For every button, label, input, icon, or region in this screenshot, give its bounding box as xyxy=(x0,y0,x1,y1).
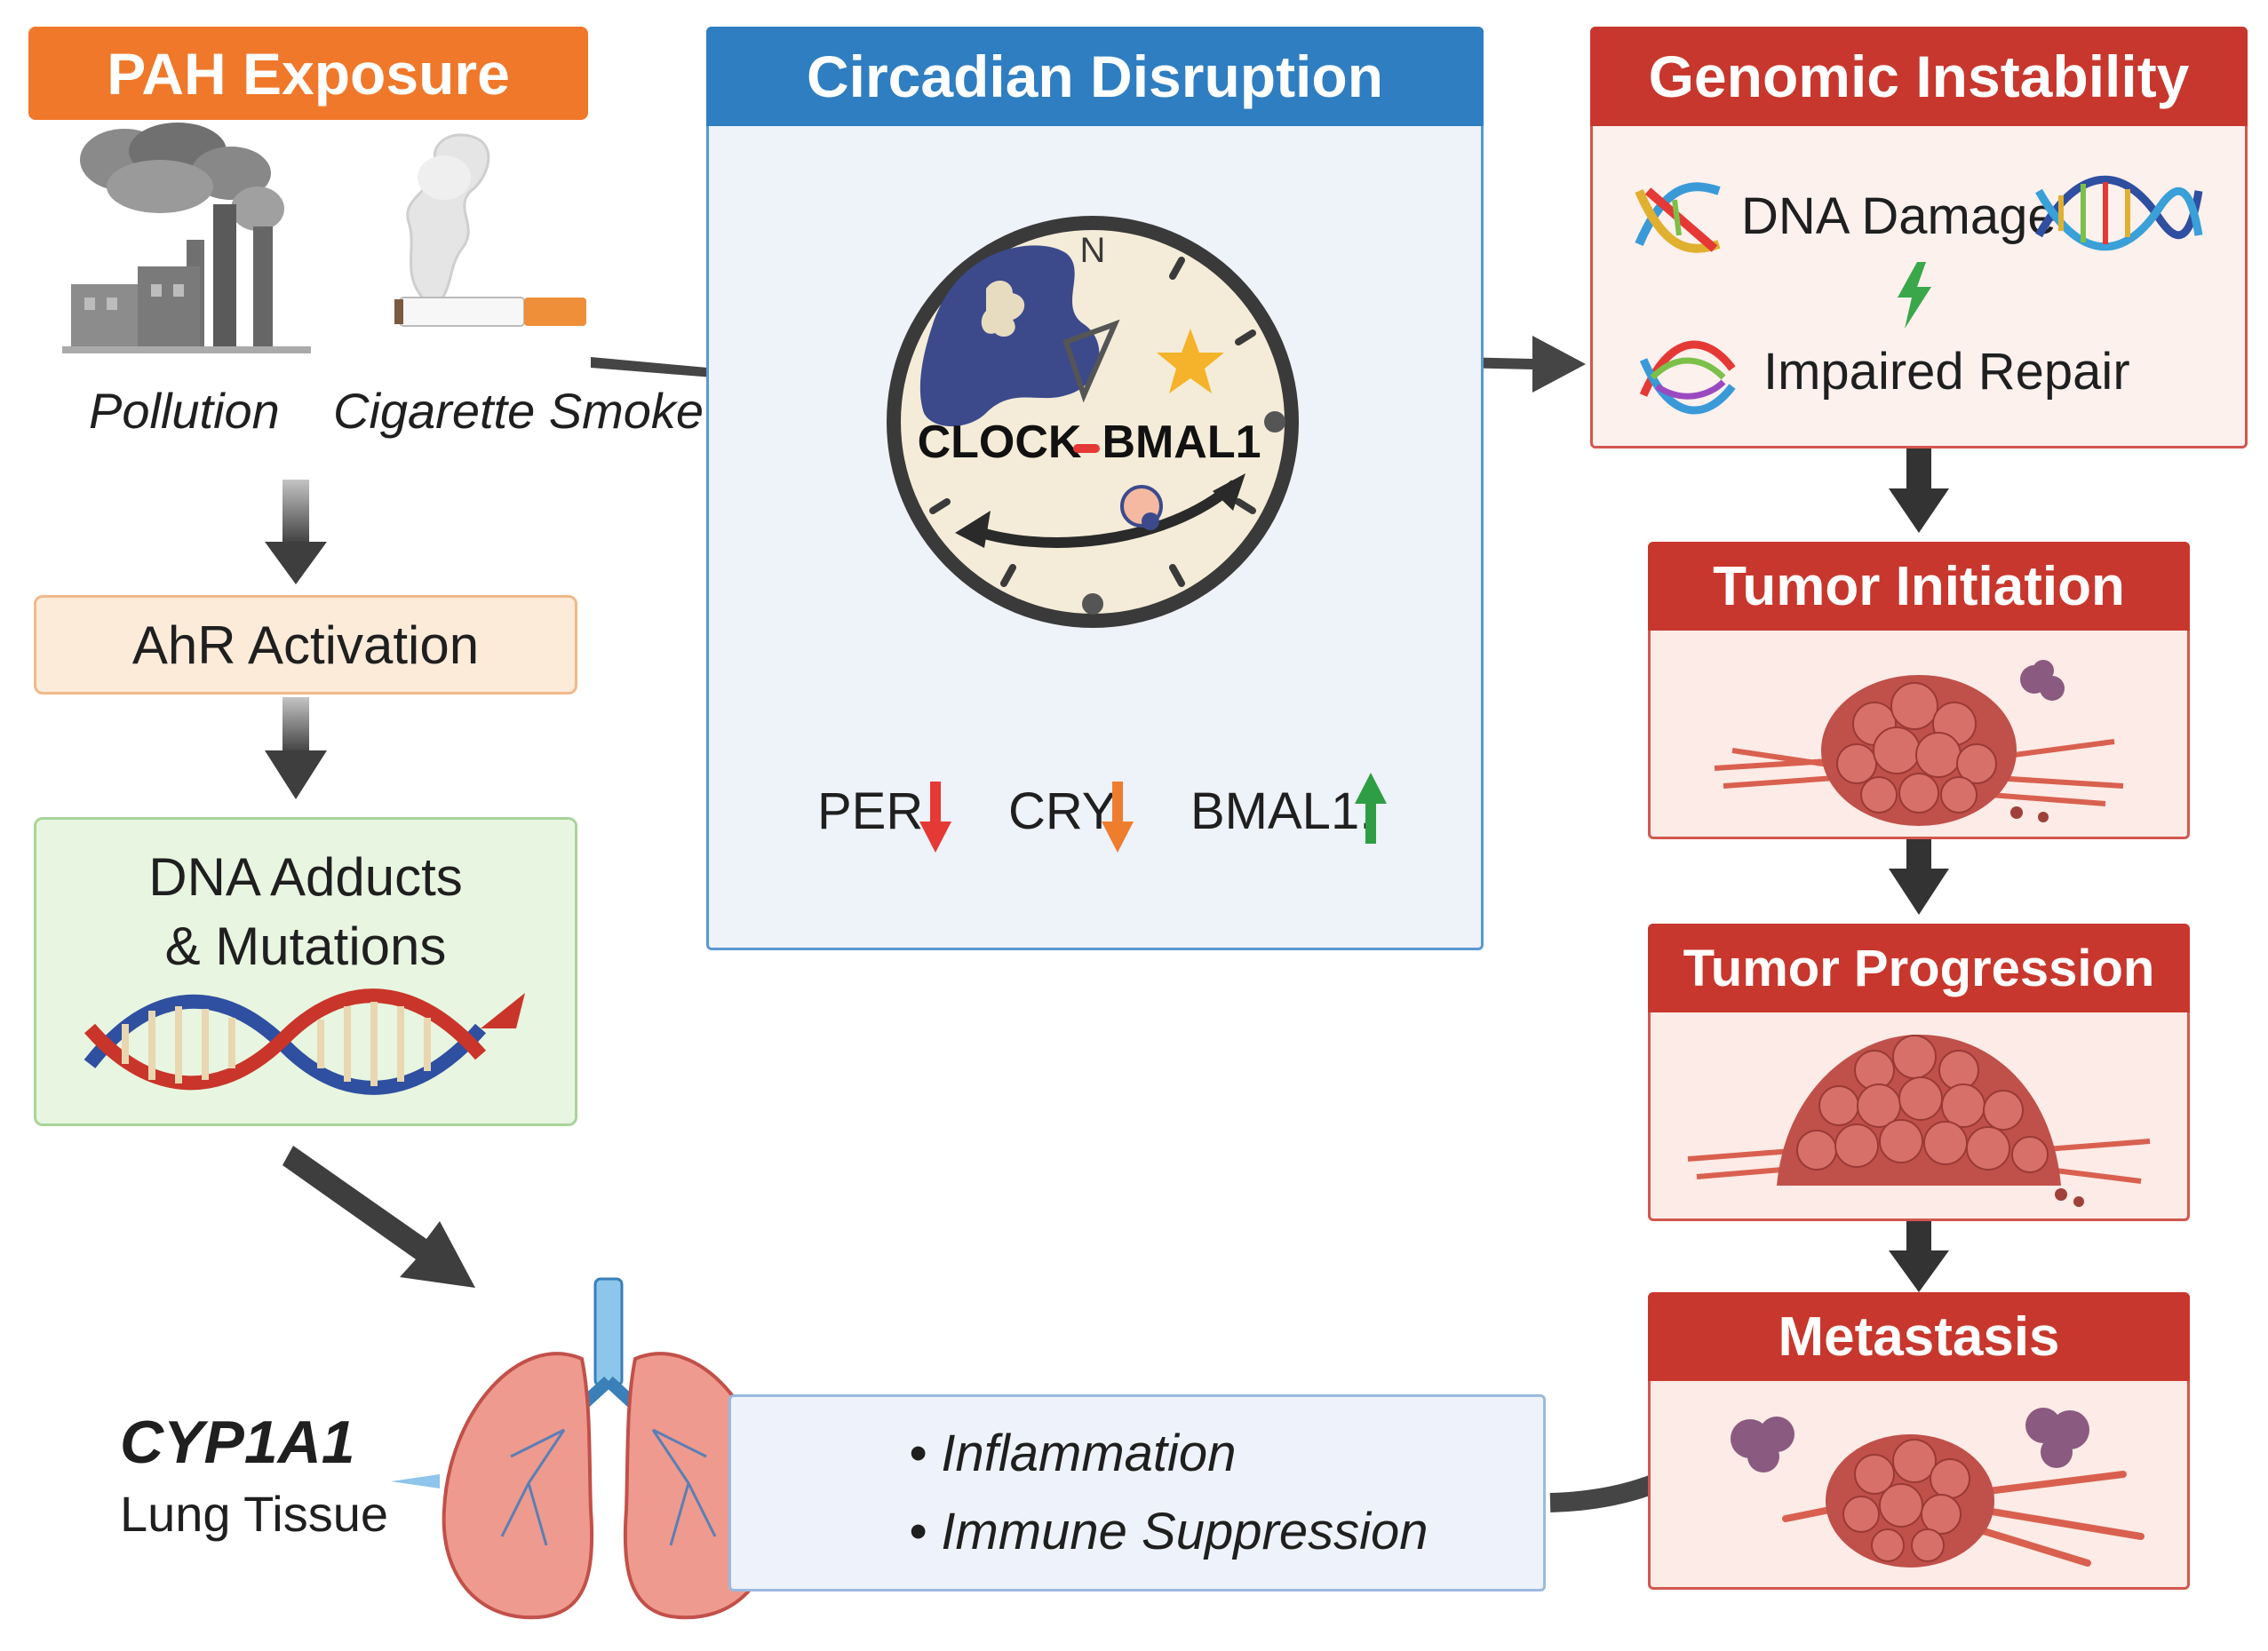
metastasis-header: Metastasis xyxy=(1648,1292,2190,1381)
genomic-instability-header: Genomic Instability xyxy=(1590,27,2248,126)
lung-effects-box: • Inflammation • Immune Suppression xyxy=(728,1394,1546,1591)
impaired-repair-label: Impaired Repair xyxy=(1763,343,2130,401)
pah-exposure-header: PAH Exposure xyxy=(28,27,588,120)
metastasis-icon xyxy=(1731,1408,2145,1568)
svg-text:CLOCK: CLOCK xyxy=(918,417,1082,468)
lung-tissue-label: Lung Tissue xyxy=(120,1486,388,1542)
lung-expression-hint xyxy=(391,1474,440,1488)
dna-damage-label: DNA Damage xyxy=(1741,187,2057,245)
factory-pollution-icon xyxy=(62,123,311,353)
tumor-progression-header: Tumor Progression xyxy=(1648,924,2190,1012)
arrow-ahr-to-dna-adducts xyxy=(265,697,327,799)
pollution-label: Pollution xyxy=(89,383,280,439)
effect-item-immune-suppression: • Immune Suppression xyxy=(909,1503,1428,1560)
tumor-progression-icon xyxy=(1687,1035,2151,1207)
circadian-disruption-header: Circadian Disruption xyxy=(706,27,1484,126)
impaired-repair-icon xyxy=(1639,340,1736,415)
lightning-icon xyxy=(1898,262,1931,329)
dna-adducts-line1: DNA Adducts xyxy=(148,847,463,907)
cry-down-arrow-icon xyxy=(1102,782,1134,853)
dna-damage-left-icon xyxy=(1635,182,1721,253)
clock-icon: N CLOCK BMAL1 xyxy=(887,216,1299,628)
dna-helix-icon xyxy=(84,988,525,1095)
svg-text:N: N xyxy=(1080,231,1106,270)
dna-adducts-line2: & Mutations xyxy=(164,917,447,976)
ahr-activation-box: AhR Activation xyxy=(34,595,577,695)
gene-bmal1: BMAL1. xyxy=(1190,782,1374,840)
dna-adducts-box: DNA Adducts & Mutations xyxy=(34,817,577,1126)
tumor-initiation-header: Tumor Initiation xyxy=(1648,542,2190,631)
dna-damage-right-icon xyxy=(2035,175,2203,251)
ahr-activation-label: AhR Activation xyxy=(131,615,480,675)
tumor-initiation-icon xyxy=(1714,660,2124,826)
cyp1a1-label: CYP1A1 xyxy=(120,1409,355,1476)
arrow-initiation-to-progression xyxy=(1889,839,1949,915)
bmal1-up-arrow-icon xyxy=(1355,773,1387,844)
cigarette-smoke-icon xyxy=(394,133,586,327)
arrow-pollution-to-ahr xyxy=(265,480,327,584)
arrow-genomic-to-initiation xyxy=(1889,448,1949,533)
gene-per: PER xyxy=(817,782,924,840)
cigarette-smoke-label: Cigarette Smoke xyxy=(333,383,704,439)
effect-item-inflammation: • Inflammation xyxy=(909,1425,1237,1482)
per-down-arrow-icon xyxy=(919,782,951,853)
gene-cry: CRY xyxy=(1008,782,1117,840)
arrow-dna-to-lung xyxy=(283,1146,475,1288)
arrow-progression-to-metastasis xyxy=(1889,1221,1949,1292)
arrow-smoke-to-circadian xyxy=(591,357,795,391)
svg-text:BMAL1: BMAL1 xyxy=(1102,417,1261,468)
